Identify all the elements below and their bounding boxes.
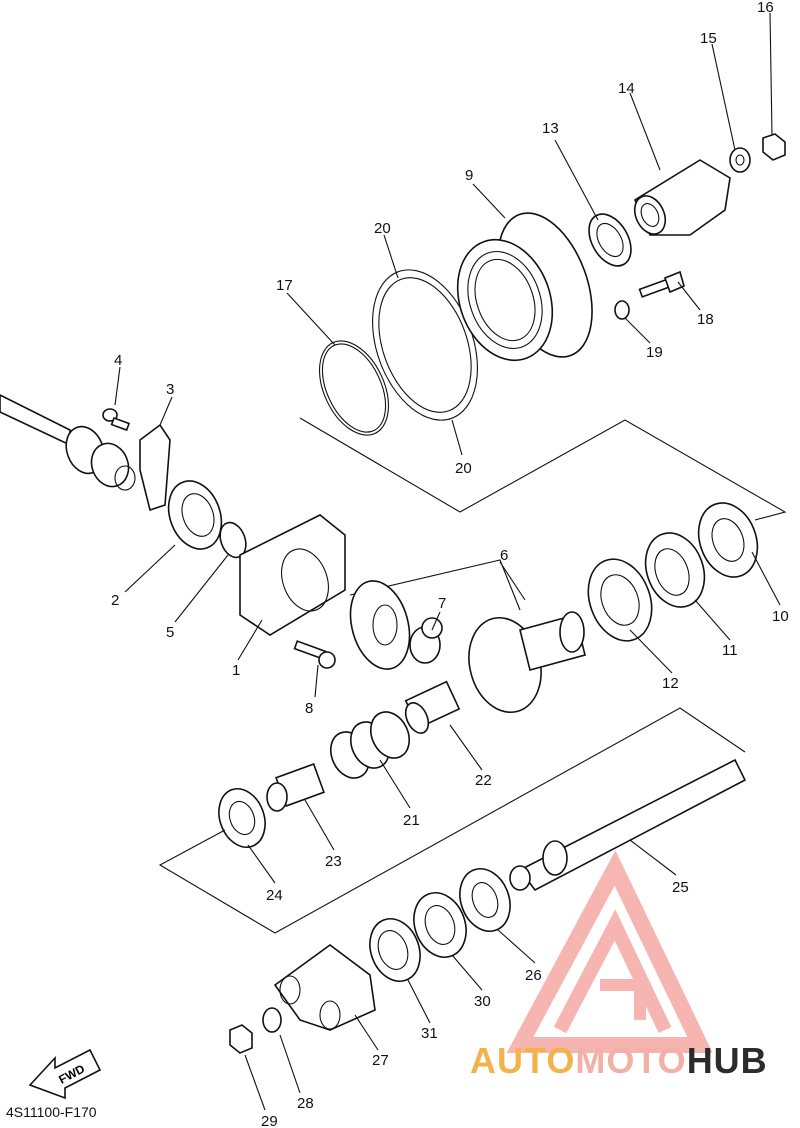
callout-20-bottom: 20: [455, 460, 472, 477]
callout-6: 6: [500, 547, 508, 564]
part-21-spring: [329, 711, 411, 779]
part-16-nut: [762, 133, 786, 161]
leader-lines: [114, 12, 781, 1111]
callout-23: 23: [325, 853, 342, 870]
callout-17: 17: [276, 277, 293, 294]
group-outline-top: [299, 417, 787, 521]
fwd-arrow-icon: FWD: [28, 1048, 102, 1100]
callout-3: 3: [166, 381, 174, 398]
callout-16: 16: [757, 0, 774, 16]
callout-9: 9: [465, 167, 473, 184]
input-shaft: [0, 394, 136, 491]
callout-25: 25: [672, 879, 689, 896]
callout-26: 26: [525, 967, 542, 984]
watermark-logo: [506, 850, 713, 1053]
callout-10: 10: [772, 608, 789, 625]
part-19-washer: [614, 300, 630, 320]
part-11-ring-nut: [644, 532, 706, 608]
part-5-shim: [219, 521, 247, 559]
callout-21: 21: [403, 812, 420, 829]
callout-11: 11: [722, 642, 738, 659]
part-31-oil-seal: [369, 918, 421, 982]
callout-24: 24: [266, 887, 283, 904]
callout-30: 30: [474, 993, 491, 1010]
callout-29: 29: [261, 1113, 278, 1128]
watermark-part2: MOTO: [575, 1040, 687, 1081]
part-24-bearing: [218, 788, 266, 848]
callout-14: 14: [618, 80, 635, 97]
part-17-oring-inner: [321, 343, 387, 433]
part-3-plate: [139, 423, 171, 512]
part-25-output-shaft: [509, 758, 747, 892]
group-outline-gear: [349, 559, 521, 611]
callout-20-top: 20: [374, 220, 391, 237]
callout-2: 2: [111, 592, 119, 609]
part-9-housing: [456, 212, 593, 362]
part-27-yoke: [273, 944, 376, 1031]
part-6-ring-gear: [349, 580, 411, 670]
part-6-pinion-gear: [468, 611, 586, 714]
part-29-nut: [229, 1024, 253, 1054]
part-14-yoke: [633, 159, 731, 236]
part-15-washer: [729, 147, 751, 173]
callout-28: 28: [297, 1095, 314, 1112]
part-4-screw: [102, 408, 131, 432]
part-1-bearing-housing: [239, 514, 346, 636]
part-26-bearing: [459, 868, 511, 932]
callout-7: 7: [438, 595, 446, 612]
part-28-washer: [262, 1007, 282, 1033]
watermark-part3: HUB: [686, 1040, 768, 1081]
callout-5: 5: [166, 624, 174, 641]
part-18-bolt: [638, 270, 685, 298]
part-20-shim-inner: [378, 277, 472, 413]
part-30-ring-nut: [413, 892, 467, 958]
callout-22: 22: [475, 772, 492, 789]
part-2-bearing: [167, 480, 223, 550]
part-8-bolt: [293, 640, 336, 669]
part-13-bearing: [588, 213, 632, 267]
callout-1: 1: [232, 662, 240, 679]
part-23-collar: [266, 763, 325, 812]
callout-31: 31: [421, 1025, 438, 1042]
part-10-bearing: [697, 502, 759, 578]
callout-4: 4: [114, 352, 122, 369]
watermark-part1: AUTO: [470, 1040, 576, 1081]
callout-15: 15: [700, 30, 717, 47]
diagram-code: 4S11100-F170: [6, 1104, 97, 1120]
callout-27: 27: [372, 1052, 389, 1069]
callout-12: 12: [662, 675, 679, 692]
callout-13: 13: [542, 120, 559, 137]
part-7-collar: [409, 617, 443, 664]
callout-19: 19: [646, 344, 663, 361]
callout-18: 18: [697, 311, 714, 328]
watermark-text: AUTOMOTOHUB: [470, 1040, 768, 1082]
part-12-bearing: [587, 558, 653, 642]
callout-8: 8: [305, 700, 313, 717]
callout-labels: 1 2 3 4 5 6 7 8 9 10 11 12 13 14 15 16 1…: [111, 0, 789, 1128]
group-outline-shaft: [158, 707, 746, 934]
part-22-collar: [404, 680, 461, 734]
